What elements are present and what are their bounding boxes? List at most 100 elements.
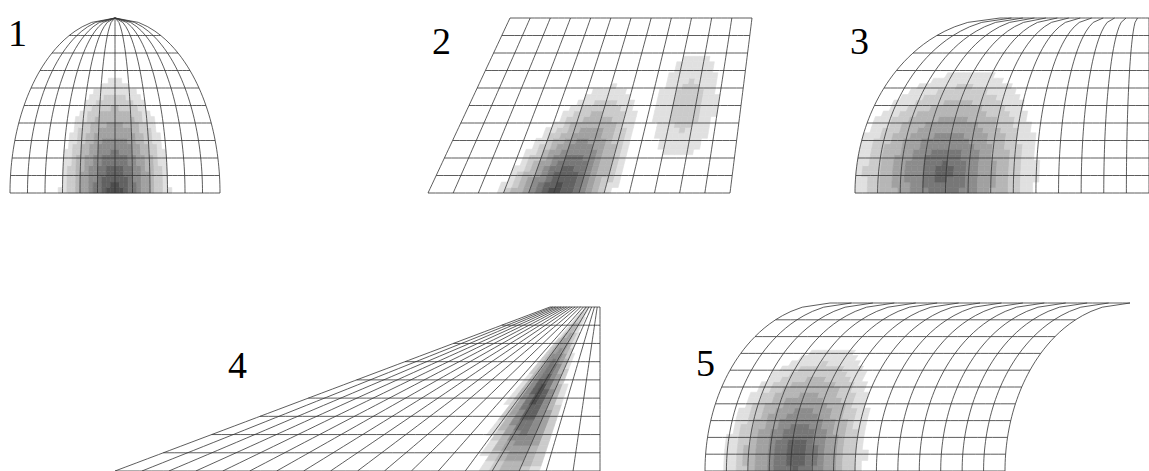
stress-shade	[86, 127, 90, 132]
stress-shade	[157, 144, 162, 149]
stress-shade	[531, 461, 543, 466]
stress-shade	[919, 149, 926, 154]
stress-shade	[163, 166, 168, 171]
stress-shade	[93, 182, 97, 187]
stress-shade	[111, 188, 115, 193]
stress-shade	[861, 182, 867, 187]
stress-shade	[145, 160, 149, 165]
stress-shade	[106, 166, 110, 171]
stress-shade	[119, 188, 123, 193]
stress-shade	[770, 434, 777, 439]
stress-shade	[786, 455, 793, 460]
stress-shade	[775, 445, 782, 450]
stress-shade	[103, 127, 107, 132]
stress-shade	[89, 177, 93, 182]
stress-shade	[69, 138, 74, 143]
stress-shade	[943, 149, 950, 154]
mesh-line	[477, 88, 743, 89]
stress-shade	[132, 188, 136, 193]
stress-shade	[124, 155, 128, 160]
stress-shade	[1020, 188, 1026, 193]
stress-shade	[94, 127, 98, 132]
stress-shade	[1015, 155, 1021, 160]
stress-shade	[123, 144, 127, 149]
stress-shade	[118, 78, 122, 83]
stress-shade	[529, 466, 541, 471]
stress-shade	[131, 127, 135, 132]
stress-shade	[145, 149, 149, 154]
stress-shade	[805, 455, 812, 460]
mesh-line	[600, 307, 601, 471]
stress-shade	[911, 166, 918, 171]
mesh-line	[357, 379, 600, 380]
stress-shade	[76, 188, 80, 193]
stress-shade	[162, 155, 167, 160]
stress-shade	[905, 166, 912, 171]
stress-shade	[163, 182, 167, 187]
stress-shade	[916, 182, 922, 187]
stress-shade	[749, 461, 755, 466]
stress-shade	[887, 166, 894, 171]
stress-shade	[795, 434, 802, 439]
stress-shade	[85, 144, 89, 149]
mesh-line	[69, 35, 161, 36]
stress-shade	[93, 188, 97, 193]
stress-shade	[541, 435, 551, 440]
stress-shade	[880, 182, 886, 187]
stress-shade	[106, 182, 110, 187]
stress-shade	[787, 445, 794, 450]
stress-shade	[111, 111, 115, 116]
stress-shade	[762, 445, 769, 450]
stress-shade	[157, 138, 162, 143]
mesh-line	[436, 175, 732, 176]
stress-shade	[94, 138, 98, 143]
stress-shade	[89, 160, 93, 165]
stress-shade	[880, 177, 886, 182]
stress-shade	[935, 177, 941, 182]
stress-shade	[71, 188, 75, 193]
stress-shade	[67, 166, 72, 171]
stress-shade	[929, 188, 935, 193]
stress-shade	[868, 166, 875, 171]
stress-shade	[63, 160, 68, 165]
stress-shade	[1006, 127, 1013, 132]
stress-shade	[119, 95, 123, 100]
stress-shade	[806, 445, 813, 450]
stress-shade	[102, 188, 106, 193]
stress-shade	[888, 155, 895, 160]
stress-shade	[111, 138, 115, 143]
stress-shade	[987, 138, 994, 143]
stress-shade	[149, 155, 154, 160]
mesh-line	[15, 140, 215, 141]
stress-shade	[892, 177, 898, 182]
mesh-line	[858, 158, 1149, 159]
stress-shade	[119, 106, 123, 111]
stress-shade	[141, 177, 145, 182]
stress-shade	[1000, 133, 1007, 138]
stress-shade	[881, 166, 888, 171]
stress-shade	[132, 149, 136, 154]
stress-shade	[900, 155, 907, 160]
stress-shade	[115, 138, 119, 143]
stress-shade	[875, 160, 882, 165]
stress-shade	[133, 89, 137, 94]
mesh-line	[510, 18, 752, 19]
stress-shade	[154, 160, 159, 165]
stress-shade	[72, 160, 77, 165]
stress-shade	[146, 182, 150, 187]
stress-shade	[873, 182, 879, 187]
stress-shade	[750, 440, 757, 445]
mesh-line	[212, 434, 600, 435]
stress-shade	[128, 144, 132, 149]
stress-shade	[106, 155, 110, 160]
stress-shade	[122, 100, 126, 105]
stress-shade	[159, 182, 163, 187]
stress-shade	[774, 461, 780, 466]
stress-shade	[94, 149, 98, 154]
stress-shade	[158, 160, 163, 165]
mesh-line	[502, 35, 750, 36]
stress-shade	[867, 182, 873, 187]
stress-shade	[918, 160, 925, 165]
stress-shade	[103, 116, 107, 121]
stress-shade	[67, 188, 71, 193]
